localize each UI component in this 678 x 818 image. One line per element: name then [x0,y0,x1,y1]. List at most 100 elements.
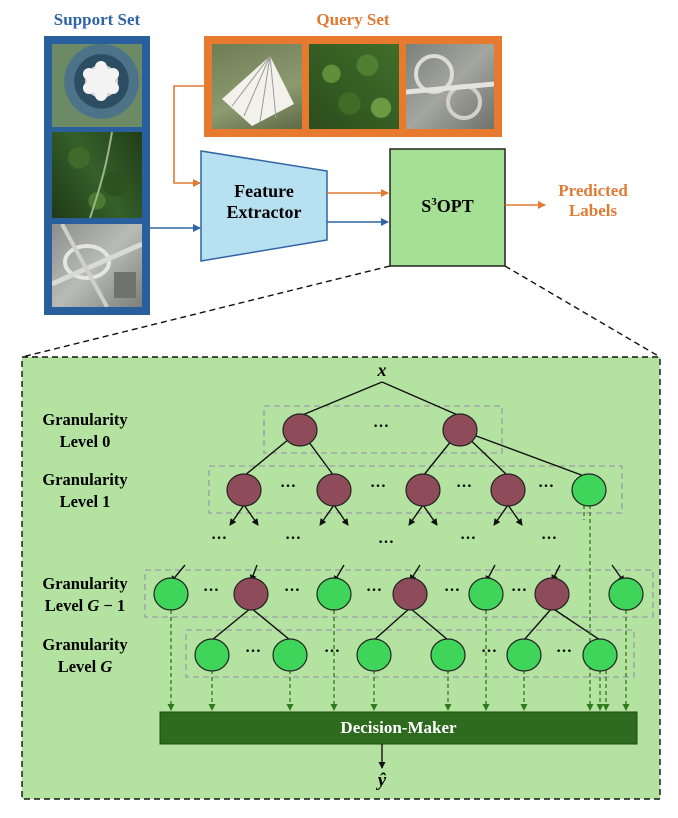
level-1-line1: Granularity [42,470,128,489]
forest-path-icon [89,132,113,218]
query-to-extractor-arrow [173,85,204,187]
tree-edge [333,504,349,526]
feature-extractor-line2: Extractor [226,201,302,222]
ellipsis-mark: … [280,474,296,491]
granularity-level-0-label: Granularity Level 0 [10,409,160,454]
tree-edge [381,381,461,417]
ellipsis-mark: … [511,578,527,595]
query-image-forest [309,44,399,129]
granularity-tree [144,381,654,711]
leaf-node [153,577,189,611]
ellipsis-mark: … [284,578,300,595]
tree-edge [408,504,424,526]
leaf-node [506,638,542,672]
tree-edge [493,504,509,526]
zoom-line-left [21,265,391,358]
tree-edge [523,607,553,641]
ellipsis-mark: … [444,578,460,595]
tree-edge [373,607,411,641]
tree-edge [250,607,291,641]
level-g-minus-1-line1: Granularity [42,574,128,593]
ellipsis-mark: … [285,526,301,543]
s3opt-superscript: 3 [431,196,437,208]
feature-extractor-line1: Feature [234,181,294,201]
internal-node [392,577,428,611]
query-image-interchange [406,44,494,129]
ellipsis-mark: … [378,530,394,547]
predicted-labels-text: Predicted Labels [538,181,648,220]
level-group-box [263,405,503,454]
internal-node [490,473,526,507]
tree-edge [459,429,585,477]
ellipsis-mark: … [373,414,389,431]
ellipsis-mark: … [211,526,227,543]
ellipsis-mark: … [203,578,219,595]
tree-edge [409,607,449,641]
level-g-minus-1-suffix: − 1 [99,596,126,616]
support-image-forest [52,132,142,218]
level-g-minus-1-line2: Level G − 1 [10,595,160,617]
level-g-symbol: G [100,657,113,677]
level-g-prefix: Level [57,657,101,677]
decision-maker-label: Decision-Maker [340,718,457,737]
granularity-level-g-label: Granularity Level G [10,634,160,679]
tree-edge [229,504,245,526]
leaf-node [272,638,308,672]
zoom-line-right [504,265,661,358]
predicted-labels-line1: Predicted [558,181,628,200]
tree-output-symbol: ŷ [377,770,387,791]
query-set-title: Query Set [316,10,390,29]
internal-node [405,473,441,507]
decision-maker-bar [159,711,638,745]
ellipsis-mark: … [245,639,261,656]
ellipsis-mark: … [538,474,554,491]
granularity-level-g-minus-1-label: Granularity Level G − 1 [10,573,160,618]
tree-input-symbol: x [377,360,387,380]
internal-node [282,413,318,447]
internal-node [534,577,570,611]
leaf-node [194,638,230,672]
support-image-interchange [52,224,142,307]
internal-node [442,413,478,447]
s3opt-prefix: S [421,196,432,216]
interchange-roads-icon [52,224,142,307]
feature-extractor-shape [200,150,328,262]
tree-edge [422,504,438,526]
s3opt-box [389,148,506,267]
level-g-minus-1-prefix: Level [44,596,88,616]
tree-edge [319,504,335,526]
feature-extractor-label: Feature Extractor [201,181,327,222]
leaf-node [582,638,618,672]
ellipsis-mark: … [366,578,382,595]
ellipsis-mark: … [460,526,476,543]
level-1-line2: Level 1 [59,492,111,512]
internal-node [233,577,269,611]
level-g-minus-1-symbol: G [87,596,100,616]
ellipsis-mark: … [456,474,472,491]
level-g-line1: Granularity [42,635,128,654]
tent-roof-icon [222,55,294,126]
leaf-node [468,577,504,611]
leaf-node [571,473,607,507]
ellipsis-mark: … [556,639,572,656]
ellipsis-mark: … [324,639,340,656]
level-group-box [185,629,635,678]
tree-edge [551,607,601,641]
s3opt-suffix: OPT [436,196,474,216]
leaf-node [430,638,466,672]
stadium-roof-icon [83,61,119,101]
level-0-line2: Level 0 [59,432,111,452]
tree-edge [211,607,252,641]
internal-node [226,473,262,507]
ellipsis-mark: … [541,526,557,543]
query-image-tent [212,44,302,129]
leaf-node [608,577,644,611]
internal-node [316,473,352,507]
level-g-line2: Level G [10,656,160,678]
tree-edge [243,504,259,526]
ellipsis-mark: … [481,639,497,656]
s3opt-label: S3OPT [390,196,505,217]
support-set-title: Support Set [53,10,141,29]
ellipsis-mark: … [370,474,386,491]
